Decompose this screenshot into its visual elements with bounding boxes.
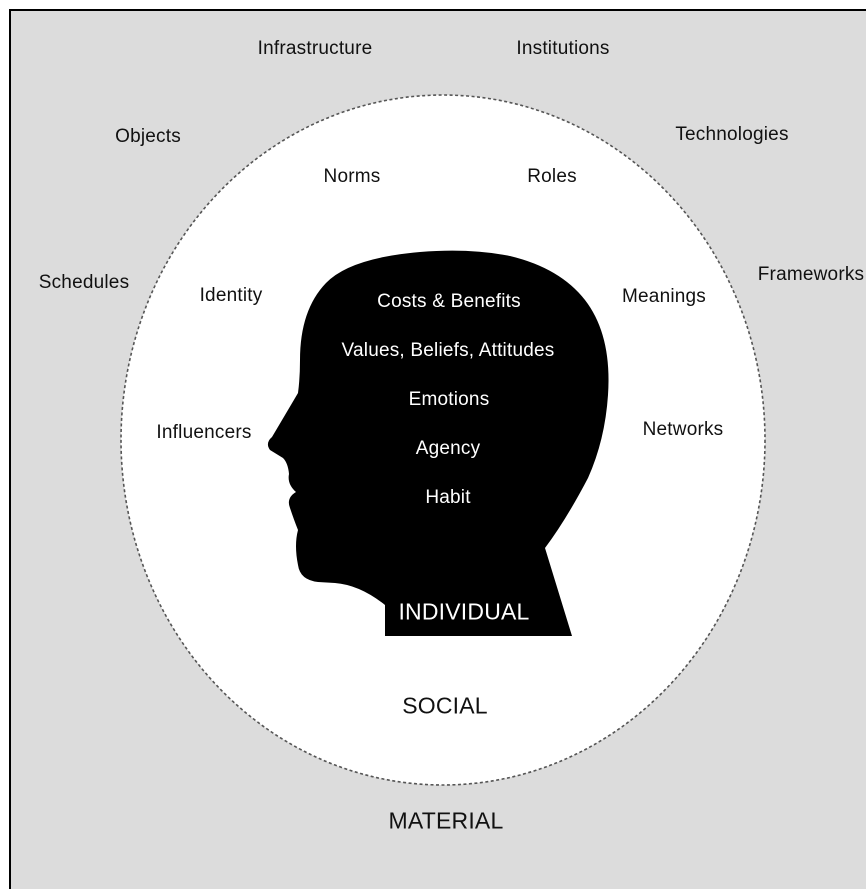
material-item-objects: Objects: [115, 126, 181, 147]
social-item-identity: Identity: [199, 285, 263, 306]
material-item-technologies: Technologies: [675, 124, 789, 145]
social-label: SOCIAL: [402, 692, 488, 719]
social-item-roles: Roles: [527, 166, 577, 187]
material-item-infrastructure: Infrastructure: [257, 38, 373, 59]
social-item-influencers: Influencers: [156, 422, 252, 443]
individual-label: INDIVIDUAL: [398, 598, 530, 625]
social-item-networks: Networks: [642, 419, 724, 440]
individual-item-agency: Agency: [415, 438, 481, 459]
material-item-frameworks: Frameworks: [757, 264, 865, 285]
individual-item-values-beliefs-attitudes: Values, Beliefs, Attitudes: [341, 340, 555, 361]
material-label: MATERIAL: [388, 807, 504, 834]
social-item-norms: Norms: [323, 166, 381, 187]
head-silhouette: [267, 250, 609, 636]
individual-item-costs-benefits: Costs & Benefits: [377, 291, 521, 312]
material-item-institutions: Institutions: [516, 38, 610, 59]
material-item-schedules: Schedules: [38, 272, 130, 293]
social-item-meanings: Meanings: [622, 286, 706, 307]
individual-item-emotions: Emotions: [408, 389, 490, 410]
individual-item-habit: Habit: [425, 487, 471, 508]
